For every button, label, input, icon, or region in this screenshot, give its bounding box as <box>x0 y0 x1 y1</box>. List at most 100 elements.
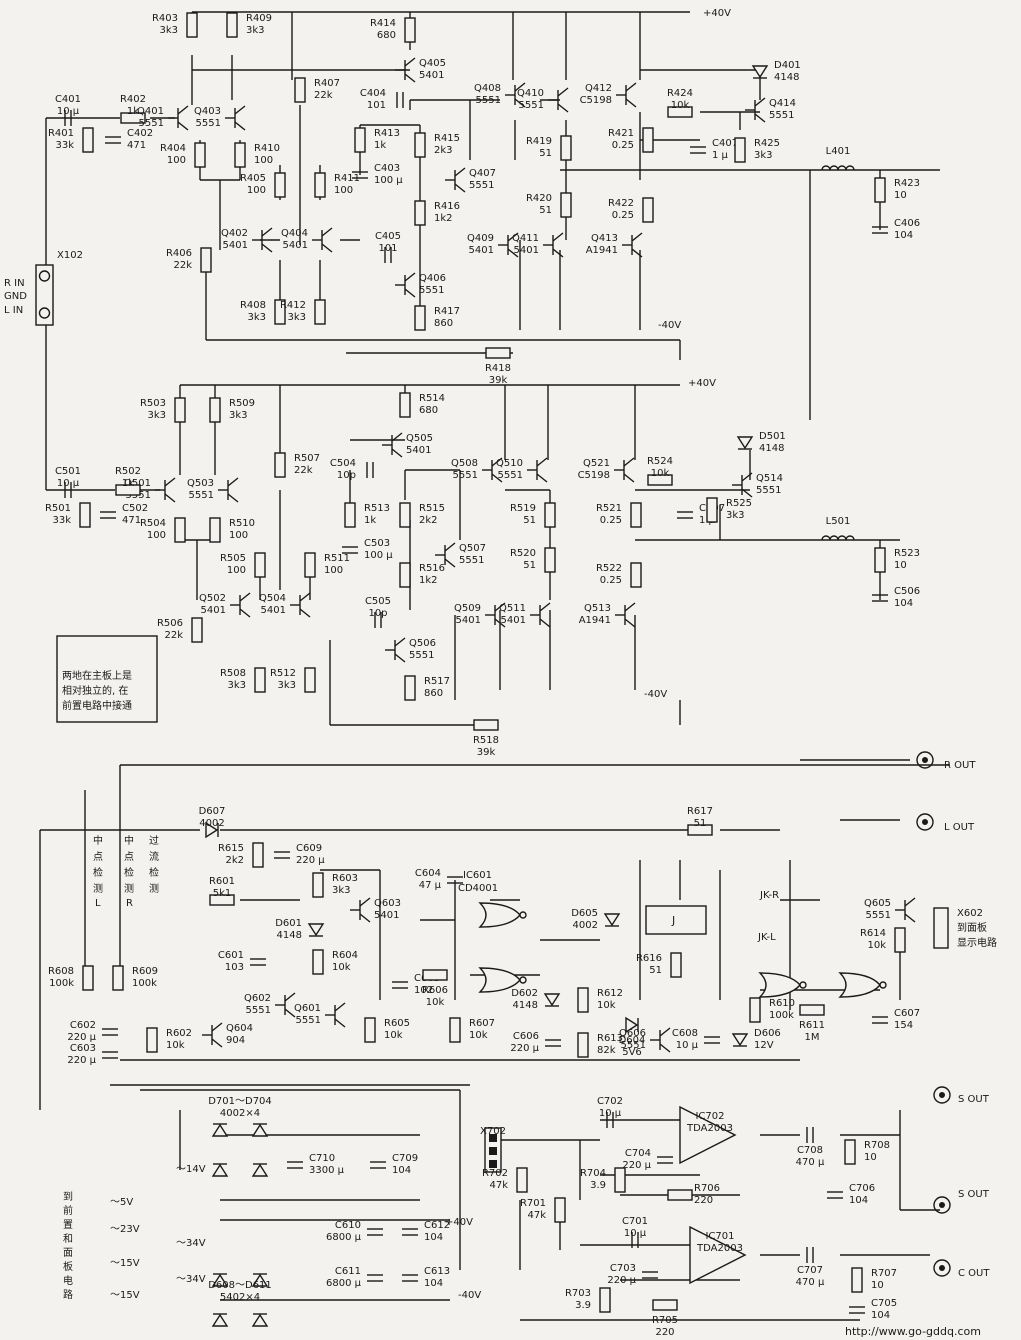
svg-text:Q502: Q502 <box>199 593 226 604</box>
svg-text:3.9: 3.9 <box>575 1300 591 1311</box>
svg-text:检: 检 <box>93 866 103 879</box>
output-jack-3[interactable] <box>933 1086 951 1104</box>
svg-text:3k3: 3k3 <box>229 410 248 421</box>
svg-text:R617: R617 <box>687 806 713 817</box>
l-in-jack[interactable] <box>38 307 51 319</box>
svg-text:6800 µ: 6800 µ <box>326 1278 362 1289</box>
r-in-jack[interactable] <box>38 270 51 282</box>
svg-text:R513: R513 <box>364 503 390 514</box>
svg-text:10k: 10k <box>651 468 670 479</box>
svg-text:R414: R414 <box>370 18 396 29</box>
svg-text:R516: R516 <box>419 563 445 574</box>
svg-text:0.25: 0.25 <box>612 140 634 151</box>
svg-text:C606: C606 <box>513 1031 539 1042</box>
rail-neg-psu: -40V <box>458 1290 481 1301</box>
output-jack-5[interactable] <box>933 1259 951 1277</box>
svg-text:D606: D606 <box>754 1028 781 1039</box>
tap-5v: ～5V <box>110 1197 133 1208</box>
svg-text:C502: C502 <box>122 503 148 514</box>
svg-text:C402: C402 <box>127 128 153 139</box>
svg-text:R706: R706 <box>694 1183 720 1194</box>
svg-text:R606: R606 <box>422 985 448 996</box>
svg-text:220: 220 <box>694 1195 713 1206</box>
input-connector[interactable] <box>35 264 54 326</box>
svg-text:TDA2003: TDA2003 <box>696 1243 743 1254</box>
svg-text:3k3: 3k3 <box>246 25 265 36</box>
svg-text:Q509: Q509 <box>454 603 481 614</box>
svg-text:R524: R524 <box>647 456 673 467</box>
rail-neg-ch1: -40V <box>658 320 681 331</box>
svg-text:R705: R705 <box>652 1315 678 1326</box>
svg-text:R602: R602 <box>166 1028 192 1039</box>
svg-text:测: 测 <box>93 882 103 895</box>
svg-text:860: 860 <box>424 688 443 699</box>
output-jack-2[interactable] <box>916 813 934 831</box>
svg-text:220 µ: 220 µ <box>510 1043 539 1054</box>
rail-neg-ch2: -40V <box>644 689 667 700</box>
svg-text:电: 电 <box>63 1274 73 1287</box>
svg-text:R523: R523 <box>894 548 920 559</box>
svg-text:Q604: Q604 <box>226 1023 253 1034</box>
output-jack-1[interactable] <box>916 751 934 769</box>
svg-text:C612: C612 <box>424 1220 450 1231</box>
svg-text:47k: 47k <box>489 1180 508 1191</box>
nor-gate-4 <box>838 972 887 998</box>
ic601-label: IC601 <box>463 870 492 881</box>
svg-text:C506: C506 <box>894 586 920 597</box>
svg-text:471: 471 <box>127 140 146 151</box>
svg-text:100: 100 <box>167 155 186 166</box>
svg-text:R520: R520 <box>510 548 536 559</box>
tap-34v-b: ～34V <box>176 1274 206 1285</box>
svg-text:中: 中 <box>93 834 103 847</box>
svg-text:R504: R504 <box>140 518 166 529</box>
svg-text:10k: 10k <box>384 1030 403 1041</box>
svg-text:IC702: IC702 <box>695 1111 724 1122</box>
svg-text:3k3: 3k3 <box>726 510 745 521</box>
svg-text:Q403: Q403 <box>194 106 221 117</box>
output-jack-4[interactable] <box>933 1196 951 1214</box>
svg-text:R501: R501 <box>45 503 71 514</box>
x602-connector[interactable] <box>933 907 949 949</box>
l501-inductor: L501 <box>821 516 855 541</box>
svg-text:3k3: 3k3 <box>332 885 351 896</box>
svg-text:33k: 33k <box>52 515 71 526</box>
svg-text:R511: R511 <box>324 553 350 564</box>
svg-text:L401: L401 <box>826 146 851 157</box>
note-line-1: 两地在主板上是 <box>62 669 132 682</box>
svg-text:0.25: 0.25 <box>612 210 634 221</box>
svg-text:5551: 5551 <box>476 95 501 106</box>
svg-text:R413: R413 <box>374 128 400 139</box>
svg-text:3.9: 3.9 <box>590 1180 606 1191</box>
svg-text:R410: R410 <box>254 143 280 154</box>
svg-text:3k3: 3k3 <box>159 25 178 36</box>
svg-text:104: 104 <box>871 1310 890 1321</box>
svg-text:5401: 5401 <box>469 245 494 256</box>
connector-x102: X102 <box>57 250 83 261</box>
svg-text:R509: R509 <box>229 398 255 409</box>
svg-text:C608: C608 <box>672 1028 698 1039</box>
svg-text:904: 904 <box>226 1035 245 1046</box>
detect-overcurrent: 过 流 检 测 <box>149 834 159 895</box>
svg-text:3k3: 3k3 <box>277 680 296 691</box>
